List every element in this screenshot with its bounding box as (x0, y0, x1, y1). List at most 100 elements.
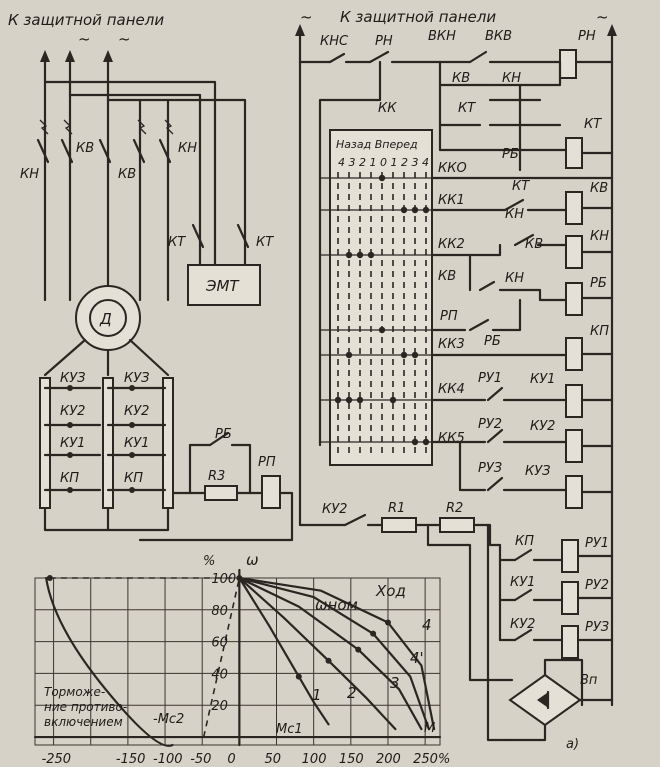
relay-contact-label: КУ2 (510, 617, 535, 632)
y-tick-label: 40 (211, 667, 228, 682)
relay-label-rp: РП (258, 455, 276, 470)
y-tick-label: 60 (211, 636, 228, 651)
coil-label: КУЗ (525, 464, 551, 479)
curve-point (384, 619, 391, 626)
braking-label: включением (44, 715, 123, 729)
resistor-label-r3: R3 (208, 469, 225, 484)
figure-label: а) (566, 737, 579, 752)
control-buses (295, 24, 617, 707)
controller-contact-dot (356, 396, 364, 404)
controller-contact-dot (345, 251, 353, 259)
controller-contact-dot (378, 326, 386, 334)
rotor-contact-label: КП (124, 471, 143, 486)
contact-label-kv: КВ (118, 167, 136, 182)
chart-grid (33, 568, 442, 747)
x-tick-label: 200 (376, 752, 401, 767)
chart-curves (238, 576, 436, 731)
controller-contact-dot (422, 438, 430, 446)
contact-label: КВ (525, 237, 543, 252)
contact-label: КТ (512, 179, 530, 194)
contact-label: РУЗ (478, 461, 502, 476)
curve-point (325, 657, 332, 664)
relay-label-rb: РБ (215, 427, 232, 442)
coil-label: КВ (590, 181, 608, 196)
coil-label: РБ (590, 276, 607, 291)
rectifier-label: Вп (580, 673, 598, 688)
resistor-label-r2: R2 (446, 501, 463, 516)
controller-contact-dot (400, 206, 408, 214)
interlock-contacts (438, 60, 614, 172)
contact-label-kv: КВ (76, 141, 94, 156)
curve-label: 2 (347, 684, 357, 702)
rotor-resistor-banks (39, 338, 174, 532)
coil-label: КН (590, 229, 609, 244)
x-tick-label: 150 (339, 752, 364, 767)
rotor-contact-label: КУЗ (60, 371, 86, 386)
controller-contact-dot (411, 206, 419, 214)
brake-contact (191, 223, 205, 249)
reversing-contacts (36, 119, 174, 164)
three-phase-supply (40, 50, 247, 302)
x-tick-label: 250% (413, 752, 450, 767)
contact-label: РП (440, 309, 458, 324)
controller-positions: 4 3 2 1 0 1 2 3 4 (338, 156, 429, 169)
right-panel-heading: К защитной панели (340, 8, 496, 26)
braking-label: ние противо- (44, 700, 127, 714)
coil-label: КУ1 (530, 372, 555, 387)
curve-point (295, 673, 302, 680)
contact-label: РУ1 (478, 371, 502, 386)
brake-magnet-box (187, 264, 261, 306)
rotor-contact-label: КУ1 (124, 436, 149, 451)
rotor-contact-label: КУ1 (60, 436, 85, 451)
rotor-relay-circuit (138, 431, 294, 542)
ac-symbol: ~ (596, 8, 609, 26)
rotor-contact-label: КП (60, 471, 79, 486)
contact-label: РБ (502, 147, 519, 162)
motor-label: Д (99, 310, 112, 328)
contact-label-ku2: КУ2 (322, 502, 347, 517)
contact-label: КН (505, 207, 524, 222)
contact-label: РБ (484, 334, 501, 349)
coil-label: КУ2 (530, 419, 555, 434)
switch-label-vkv: ВКВ (485, 29, 512, 44)
curve-label: 4' (410, 649, 424, 667)
controller-label-kk: КК (378, 101, 397, 116)
controller-contact-dot (334, 396, 342, 404)
controller-contact-dot (356, 251, 364, 259)
controller-contact-dot (345, 396, 353, 404)
curve-point (370, 630, 377, 637)
load-torque-label-mc2: -Mс2 (153, 712, 184, 727)
x-tick-label: 0 (227, 752, 235, 767)
x-tick-label: -150 (116, 752, 146, 767)
controller-contact-dot (378, 174, 386, 182)
contact-label-kt: КТ (168, 235, 186, 250)
contact-label: КН (502, 71, 521, 86)
relay-label-rn: РН (375, 34, 393, 49)
controller-contact-dot (411, 438, 419, 446)
y-axis-symbol: ω (246, 551, 259, 569)
relay-coil-label: РУ1 (585, 536, 609, 551)
controller-contact-dot (345, 351, 353, 359)
controller-contact-dot (411, 351, 419, 359)
coil-label: КП (590, 324, 609, 339)
relay-coil-label: РУЗ (585, 620, 609, 635)
controller-row-label: КК2 (438, 237, 465, 252)
contact-label-kn: КН (178, 141, 197, 156)
coil-label-kt: КТ (584, 117, 602, 132)
motor-rotor (89, 299, 127, 337)
x-tick-label: -50 (190, 752, 211, 767)
brake-contact (236, 223, 250, 249)
switch-label-vkn: ВКН (428, 29, 456, 44)
controller-contact-dot (367, 251, 375, 259)
controller-row-label: ККО (438, 161, 467, 176)
controller-contact-dot (400, 351, 408, 359)
contact-label: КН (505, 271, 524, 286)
curve-point (355, 646, 362, 653)
left-panel-heading: К защитной панели (8, 11, 164, 29)
contact-label-kn: КН (20, 167, 39, 182)
relay-supply-chain (343, 513, 614, 742)
x-tick-label: 100 (302, 752, 327, 767)
contact-label: РУ2 (478, 417, 502, 432)
